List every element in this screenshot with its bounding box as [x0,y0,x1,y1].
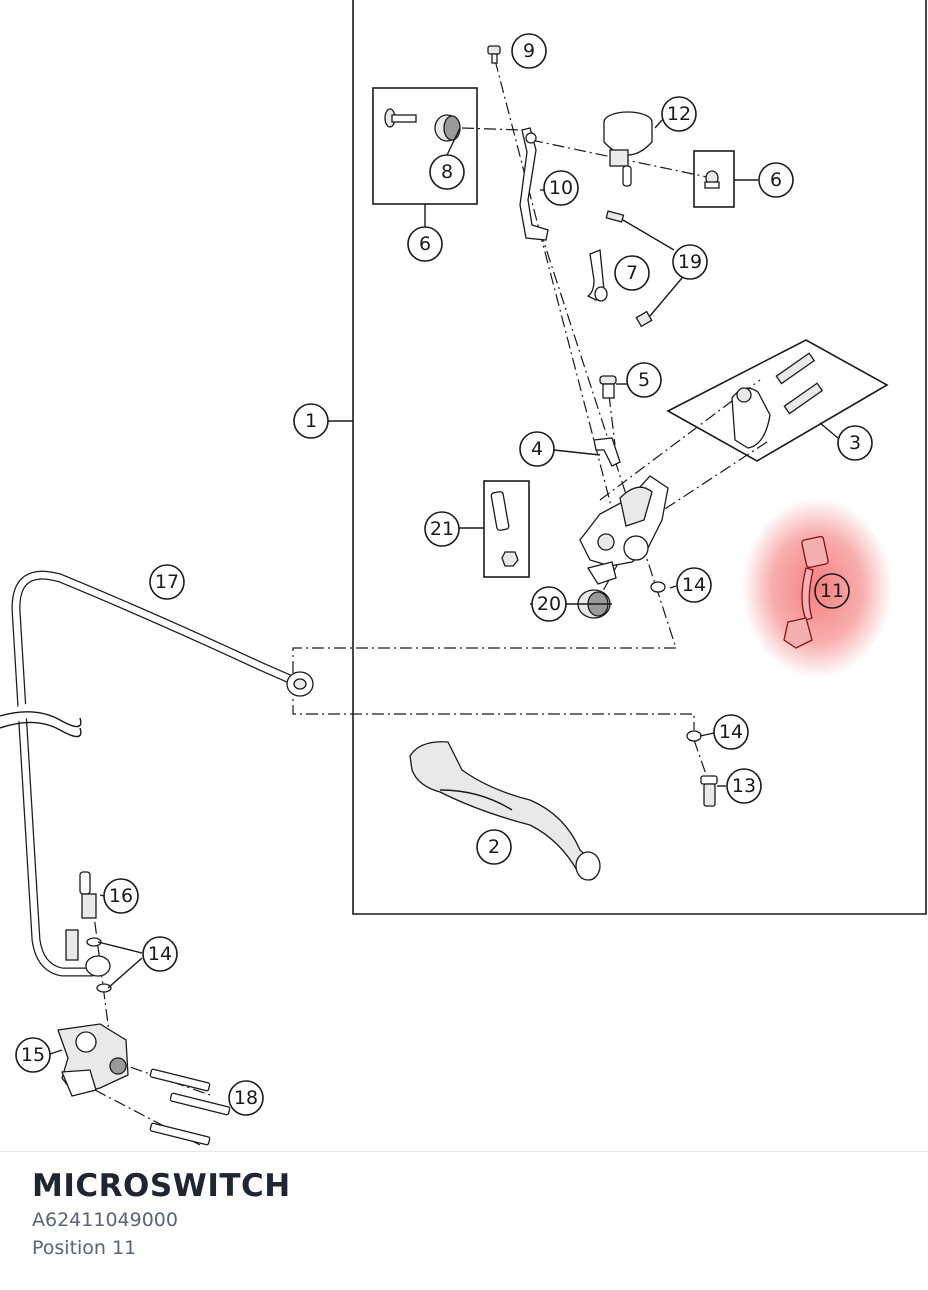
svg-text:13: 13 [732,775,756,797]
callout-19[interactable]: 19 [672,244,708,280]
callout-10[interactable]: 10 [543,170,579,206]
callout-6-right[interactable]: 6 [758,162,794,198]
part-18-bolts [149,1068,231,1146]
svg-text:1: 1 [305,410,317,432]
part-2-lever [409,741,601,881]
callout-4[interactable]: 4 [519,431,555,467]
part-17-hose [0,570,314,977]
part-13-bolt [700,775,718,807]
part-name: MICROSWITCH [32,1168,291,1204]
svg-text:15: 15 [21,1044,45,1066]
part-12-reservoir [603,111,653,187]
highlight-glow [742,498,892,678]
part-number: A62411049000 [32,1209,178,1231]
callout-3[interactable]: 3 [837,425,873,461]
callout-14-a[interactable]: 14 [676,567,712,603]
part-14-washer-d [96,983,112,993]
svg-text:14: 14 [719,721,743,743]
master-cylinder-body [579,475,669,585]
part-position: Position 11 [32,1237,137,1259]
callout-1[interactable]: 1 [293,403,329,439]
callout-14-b[interactable]: 14 [713,714,749,750]
svg-text:19: 19 [678,251,702,273]
svg-text:10: 10 [549,177,573,199]
callout-6-left[interactable]: 6 [407,226,443,262]
svg-text:11: 11 [820,580,844,602]
info-divider [0,1151,928,1152]
callout-18[interactable]: 18 [228,1080,264,1116]
svg-text:9: 9 [523,40,535,62]
svg-text:5: 5 [638,369,650,391]
part-5-fitting [599,375,628,399]
callout-8[interactable]: 8 [429,154,465,190]
svg-text:4: 4 [531,438,543,460]
svg-text:7: 7 [626,262,638,284]
callout-17[interactable]: 17 [149,564,185,600]
part-15-clamp [57,1023,129,1097]
part-9-bolt [487,45,501,64]
callout-14-c[interactable]: 14 [142,936,178,972]
part-14-washer-b [686,730,702,742]
callout-21[interactable]: 21 [424,511,460,547]
assembly-frame [352,0,927,915]
svg-text:3: 3 [849,432,861,454]
assembly-lines [91,59,771,1146]
svg-text:16: 16 [109,885,133,907]
part-11-microswitch [783,535,829,649]
svg-text:12: 12 [667,103,691,125]
part-14-washer-a [650,581,666,593]
callout-20[interactable]: 20 [531,586,567,622]
part-8-box [372,87,478,228]
callout-5[interactable]: 5 [626,362,662,398]
svg-text:2: 2 [488,836,500,858]
callout-16[interactable]: 16 [103,878,139,914]
callout-11-highlighted[interactable]: 11 [814,573,850,609]
callout-7[interactable]: 7 [614,255,650,291]
svg-text:6: 6 [419,233,431,255]
callout-9[interactable]: 9 [511,33,547,69]
svg-text:14: 14 [148,943,172,965]
exploded-parts-diagram: 1 2 3 4 5 6 6 7 8 9 10 11 12 13 14 14 14… [0,0,927,1146]
part-21-box [459,480,530,578]
callout-15[interactable]: 15 [15,1037,51,1073]
part-16-fitting [79,871,97,919]
part-19-screws [605,210,683,328]
svg-text:17: 17 [155,571,179,593]
svg-text:8: 8 [441,161,453,183]
part-6-box-right [693,150,758,208]
part-10-bracket [519,127,549,241]
svg-text:18: 18 [234,1087,258,1109]
part-4-fitting [553,437,621,467]
part-3-clamp-box [666,339,889,462]
callout-12[interactable]: 12 [661,96,697,132]
svg-text:21: 21 [430,518,454,540]
svg-text:14: 14 [682,574,706,596]
svg-text:20: 20 [537,593,561,615]
part-14-washer-c [86,937,102,947]
callout-leaders [49,119,726,1055]
svg-text:6: 6 [770,169,782,191]
callout-13[interactable]: 13 [726,768,762,804]
callout-2[interactable]: 2 [476,829,512,865]
part-info-panel: MICROSWITCH A62411049000 Position 11 [32,1166,291,1262]
